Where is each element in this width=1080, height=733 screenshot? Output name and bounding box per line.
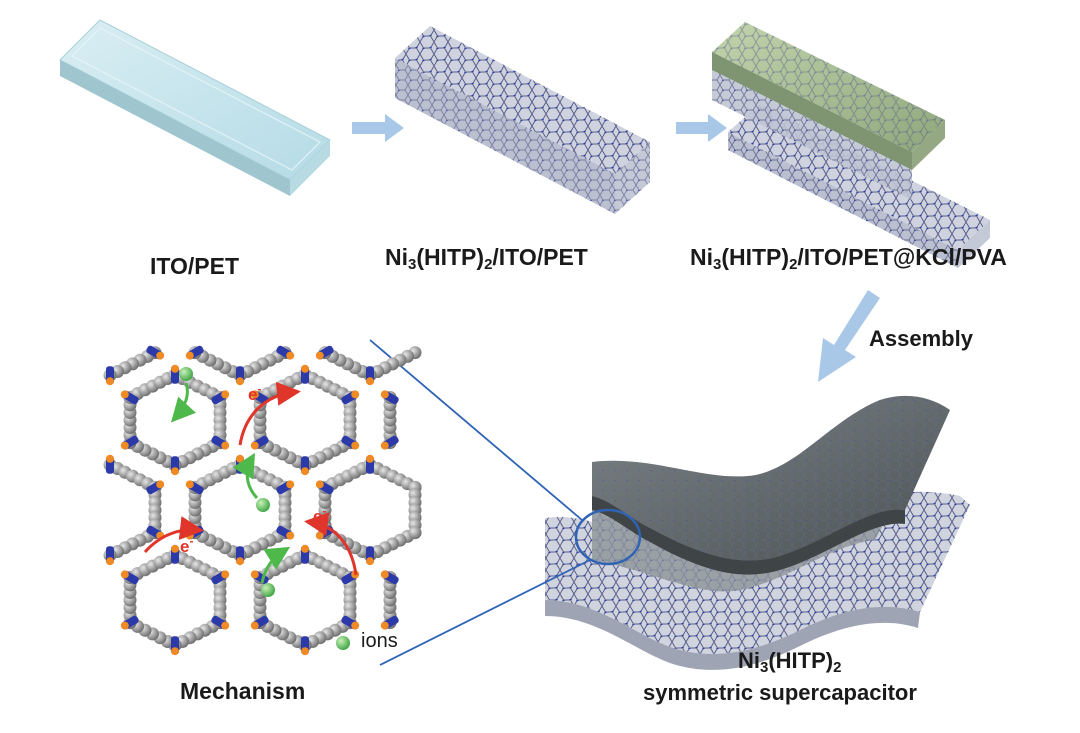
mof-node-metal	[286, 531, 295, 540]
mof-node-metal	[250, 621, 259, 630]
electron-arrow	[238, 381, 301, 446]
label-device-line1: Ni3(HITP)2	[738, 648, 842, 676]
mof-node-metal	[366, 377, 374, 386]
ni-hitp-film	[395, 26, 650, 214]
mof-node-metal	[250, 441, 259, 450]
mof-node-metal	[221, 441, 230, 450]
mof-node-metal	[120, 441, 129, 450]
mof-node-metal	[380, 390, 389, 399]
mof-node-metal	[380, 441, 389, 450]
mof-node-metal	[185, 351, 194, 360]
mof-node-metal	[106, 454, 114, 463]
mof-node-metal	[315, 531, 324, 540]
label-ito-pet: ITO/PET	[150, 253, 240, 279]
mof-node-metal	[315, 351, 324, 360]
mof-node-metal	[366, 557, 374, 566]
mof-node-metal	[301, 364, 309, 373]
mof-node-metal	[120, 621, 129, 630]
zoom-circle	[574, 508, 642, 566]
mof-node-metal	[156, 351, 165, 360]
mof-node-metal	[250, 570, 259, 579]
mof-node-metal	[250, 390, 259, 399]
mof-node-metal	[351, 390, 360, 399]
mof-node-metal	[236, 557, 244, 566]
mof-atom	[408, 526, 422, 540]
mof-node-metal	[106, 377, 114, 386]
mof-node-metal	[171, 647, 179, 656]
electron-arrow	[143, 516, 204, 554]
electron-label: e-	[313, 504, 326, 526]
label-mechanism: Mechanism	[180, 678, 306, 704]
electron-arrows	[143, 381, 358, 576]
mof-node-metal	[120, 390, 129, 399]
ni-hitp-kcl-pva-stack	[712, 22, 990, 268]
mof-node-metal	[301, 467, 309, 476]
mof-node-metal	[315, 480, 324, 489]
process-arrow-1	[352, 114, 404, 142]
mof-honeycomb	[103, 345, 422, 656]
ion-legend-icon	[336, 636, 350, 650]
label-ni-hitp-ito-pet: Ni3(HITP)2/ITO/PET	[385, 244, 588, 273]
mof-node-metal	[171, 364, 179, 373]
mof-node-metal	[106, 557, 114, 566]
ito-pet-substrate	[59, 19, 331, 196]
process-arrow-2	[676, 114, 727, 142]
mof-node-metal	[366, 454, 374, 463]
mof-node-metal	[286, 480, 295, 489]
mof-node-metal	[380, 621, 389, 630]
mof-node-metal	[301, 544, 309, 553]
mof-node-metal	[351, 621, 360, 630]
assembly-arrow	[818, 290, 880, 382]
electron-label: e-	[180, 534, 193, 556]
supercapacitor-device	[545, 395, 970, 670]
mof-node-metal	[171, 467, 179, 476]
electron-label: e-	[248, 382, 261, 404]
mof-node-metal	[156, 480, 165, 489]
label-assembly: Assembly	[869, 326, 973, 351]
label-ni-hitp-kcl-pva: Ni3(HITP)2/ITO/PET@KCl/PVA	[690, 244, 1007, 273]
zoom-connector-lines	[369, 339, 591, 666]
label-device-line2: symmetric supercapacitor	[643, 680, 917, 705]
mof-node-metal	[286, 351, 295, 360]
mof-node-metal	[236, 377, 244, 386]
mof-node-metal	[120, 570, 129, 579]
ion-arrows	[170, 367, 291, 597]
electron-arrow	[304, 512, 358, 576]
mof-node-metal	[221, 621, 230, 630]
mof-node-metal	[171, 544, 179, 553]
mof-node-metal	[236, 454, 244, 463]
mof-node-metal	[221, 390, 230, 399]
mof-node-metal	[351, 441, 360, 450]
mof-node-metal	[221, 570, 230, 579]
mof-node-metal	[380, 570, 389, 579]
label-ions: ions	[361, 630, 398, 652]
mof-node-metal	[185, 480, 194, 489]
mof-node-metal	[301, 647, 309, 656]
